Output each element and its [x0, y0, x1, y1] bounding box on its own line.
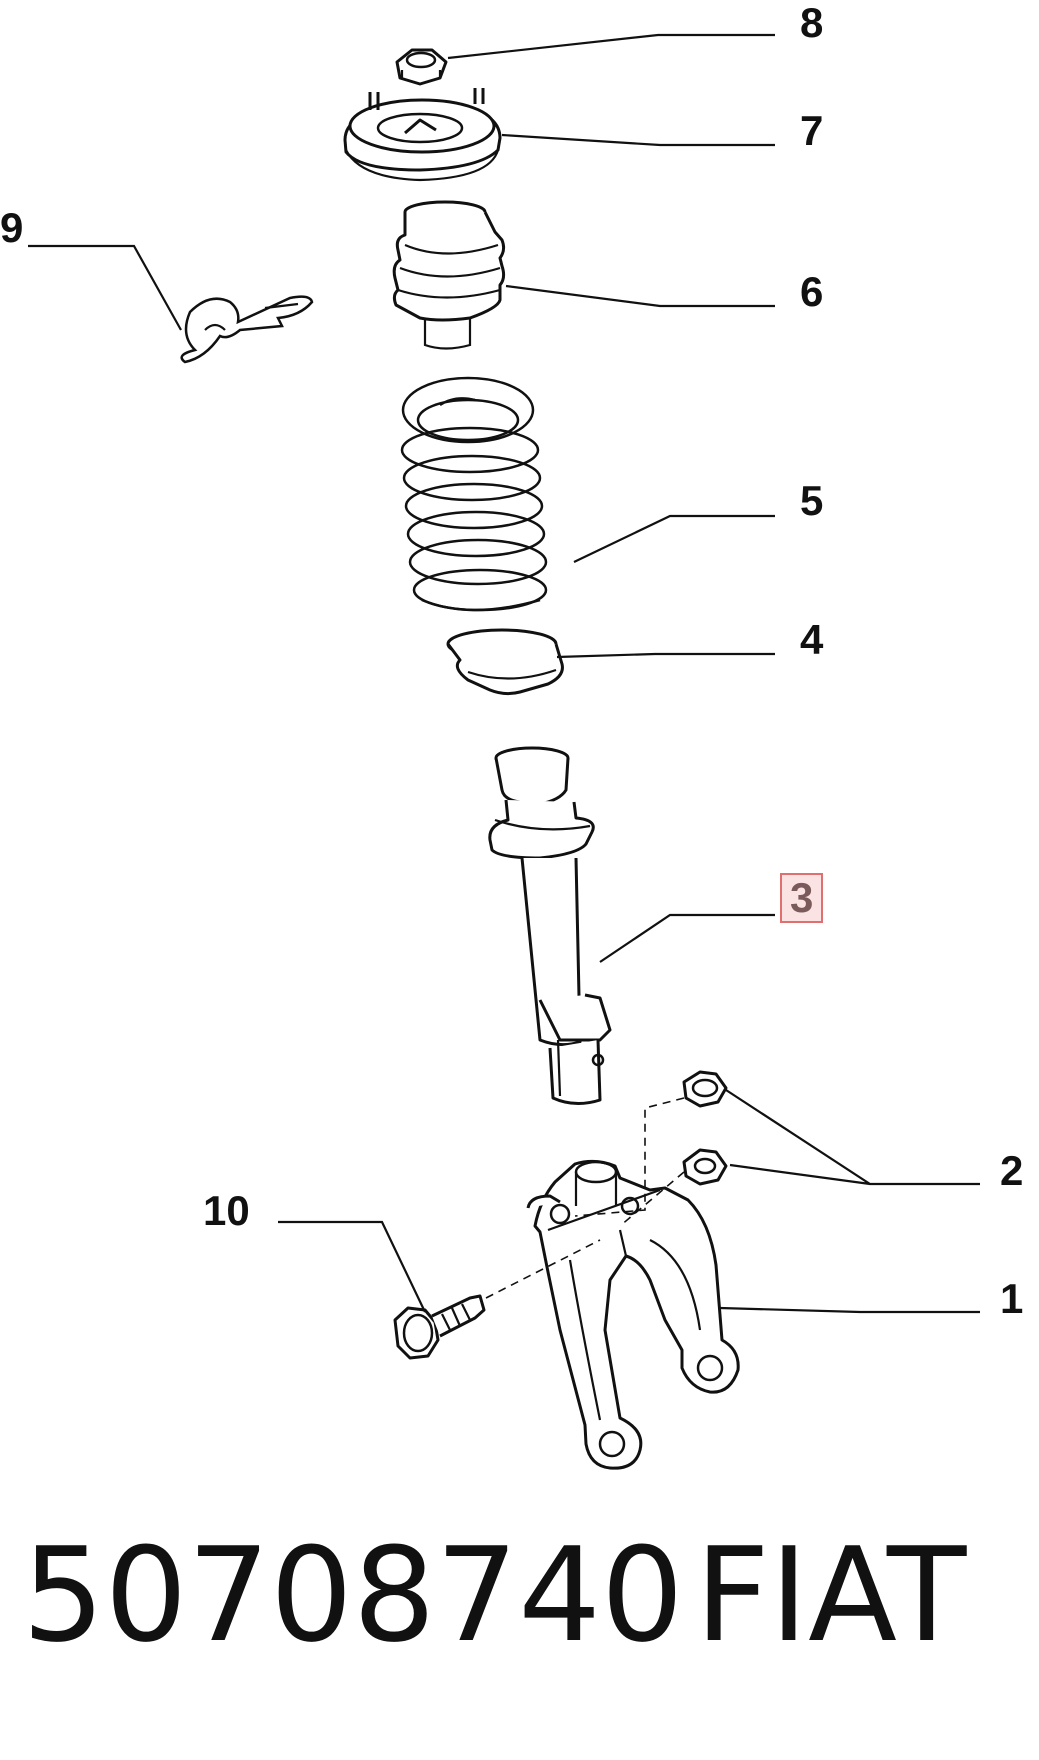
callout-9[interactable]: 9 [0, 204, 24, 251]
leader-line-7 [501, 133, 775, 147]
callout-5[interactable]: 5 [800, 477, 824, 524]
callout-3-highlighted[interactable]: 3 [780, 873, 824, 923]
leader-line-5 [573, 514, 775, 563]
part-8-top-nut[interactable] [395, 48, 448, 86]
callout-2[interactable]: 2 [1000, 1147, 1024, 1194]
leader-line-8 [447, 33, 775, 60]
callout-6[interactable]: 6 [800, 268, 824, 315]
callout-10[interactable]: 10 [203, 1187, 250, 1234]
callout-1[interactable]: 1 [1000, 1275, 1024, 1322]
leader-line-9 [28, 244, 182, 331]
part-10-bolt[interactable] [393, 1294, 486, 1360]
part-2-nuts[interactable] [682, 1070, 728, 1186]
part-7-strut-mount[interactable] [343, 88, 502, 182]
callout-8[interactable]: 8 [800, 0, 824, 46]
leader-line-3 [599, 913, 775, 963]
part-9-clip[interactable] [180, 295, 314, 364]
assembly-line-bolt [485, 1239, 601, 1299]
part-3-shock-absorber[interactable] [488, 746, 612, 1105]
callout-7[interactable]: 7 [800, 107, 824, 154]
part-1-knuckle[interactable] [526, 1159, 740, 1470]
leader-line-2 [725, 1089, 980, 1186]
part-number: 50708740 [22, 1519, 684, 1671]
leader-line-1 [719, 1306, 980, 1314]
leader-line-6 [505, 284, 775, 308]
part-4-spring-seat[interactable] [446, 628, 564, 696]
assembly-line-nut-upper [574, 1097, 685, 1217]
part-5-coil-spring[interactable] [400, 376, 548, 612]
leader-line-10 [278, 1220, 426, 1313]
leader-line-4 [556, 652, 775, 659]
brand-label: FIAT [695, 1519, 967, 1671]
callout-4[interactable]: 4 [800, 616, 824, 663]
part-6-bump-stop[interactable] [392, 200, 506, 350]
